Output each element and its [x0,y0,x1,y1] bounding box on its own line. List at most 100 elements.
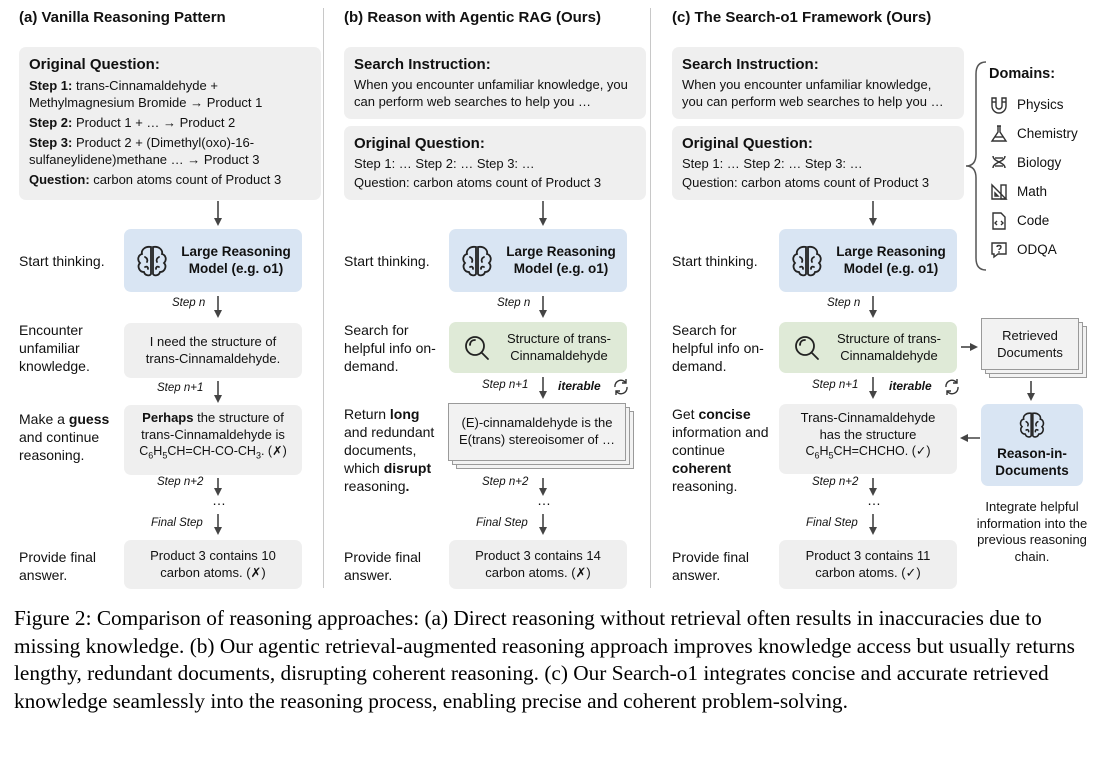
search-query-box: Structure of trans-Cinnamaldehyde [779,322,957,373]
model-label: Large Reasoning Model (e.g. o1) [506,244,616,276]
dna-icon [992,155,1006,168]
search-instruction-text: When you encounter unfamiliar knowledge,… [354,77,628,109]
brain-icon [1019,412,1045,438]
step3-label: Step 3: [29,135,73,150]
domain-item-chemistry: Chemistry [989,119,1101,148]
domains-list: Physics Chemistry Biology Math [989,90,1101,264]
reasoning-model-box: Large Reasoning Model (e.g. o1) [779,229,957,292]
integrate-note: Integrate helpful information into the p… [976,499,1088,564]
iterable-label: iterable [889,379,932,393]
search-instruction-heading: Search Instruction: [354,56,491,73]
magnifier-icon [795,336,819,360]
question-line: Question: carbon atoms count of Product … [29,171,311,188]
step3-line: Step 3: Product 2 + (Dimethyl(oxo)-16-su… [29,134,311,168]
final-answer-text: Product 3 contains 11 carbon atoms. (✓) [805,548,931,580]
side-encounter: Encounter unfamiliar knowledge. [19,322,90,374]
side-get-text-2: information and continue [672,424,769,458]
step1-label: Step 1: [29,78,73,93]
side-guess-bold: guess [68,411,110,427]
column-a-title: (a) Vanilla Reasoning Pattern [19,9,226,26]
search-instruction-text: When you encounter unfamiliar knowledge,… [682,77,944,109]
brain-icon [462,245,492,277]
side-return-text-1: Return [344,406,390,422]
domain-item-biology: Biology [989,148,1101,177]
original-question-box: Original Question: Step 1: trans-Cinnama… [19,47,321,200]
side-get-bold-1: concise [698,406,751,422]
final-answer-box: Product 3 contains 14 carbon atoms. (✗) [449,540,627,589]
question-line: Question: carbon atoms count of Product … [354,175,602,190]
original-question-heading: Original Question: [682,135,813,152]
step2-line: Step 2: Product 1 + … → Product 2 [29,114,311,131]
side-get-bold-2: coherent [672,460,732,476]
perhaps-bold: Perhaps [142,410,194,425]
perhaps-rest: the structure of trans-Cinnamaldehyde is [141,410,285,442]
step1-line: Step 1: trans-Cinnamaldehyde + Methylmag… [29,77,311,111]
domain-label: Chemistry [1017,126,1078,141]
side-start-thinking: Start thinking. [19,253,105,269]
column-separator [323,8,324,588]
side-guess-text-2: and continue reasoning. [19,429,100,463]
side-get-text-3: reasoning. [672,478,738,494]
flask-icon [990,124,1008,142]
search-query-text: Structure of trans-Cinnamaldehyde [836,331,942,363]
question-text: carbon atoms count of Product 3 [89,172,282,187]
side-return-bold-1: long [389,406,420,422]
search-query-box: Structure of trans-Cinnamaldehyde [449,322,627,373]
search-instruction-heading: Search Instruction: [682,56,819,73]
side-start-thinking: Start thinking. [344,253,430,269]
doc-page-front: (E)-cinnamaldehyde is the E(trans) stere… [448,403,626,461]
domains-brace [965,61,987,271]
doc-page-front: Retrieved Documents [981,318,1079,370]
final-answer-text: Product 3 contains 10 carbon atoms. (✗) [150,548,276,580]
original-question-box: Original Question: Step 1: … Step 2: … S… [672,126,964,200]
reasoning-model-box: Large Reasoning Model (e.g. o1) [124,229,302,292]
side-return-text-2: and redundant documents, which [344,424,435,476]
ellipsis: … [212,492,226,508]
question-label: Question: [29,172,90,187]
figure-caption: Figure 2: Comparison of reasoning approa… [14,606,1075,713]
magnifier-icon [465,336,489,360]
side-guess-text-1: Make a [19,411,69,427]
step-n-label: Step n [172,297,206,309]
original-question-box: Original Question: Step 1: … Step 2: … S… [344,126,646,200]
ruler-triangle-icon [991,182,1008,200]
step-n2-label: Step n+2 [157,476,204,488]
result-text: Trans-Cinnamaldehyde has the structure [800,410,936,442]
ellipsis: … [537,492,551,508]
side-return-text-3: reasoning [344,478,406,494]
side-return-bold-2: disrupt [383,460,432,476]
model-label: Large Reasoning Model (e.g. o1) [181,244,291,276]
search-instruction-box: Search Instruction: When you encounter u… [344,47,646,119]
step-n-label: Step n [827,297,861,309]
refresh-cycle-icon [945,379,959,395]
domain-item-math: Math [989,177,1101,206]
column-c-title: (c) The Search-o1 Framework (Ours) [672,9,932,26]
step-n2-label: Step n+2 [812,476,859,488]
redundant-documents-stack: (E)-cinnamaldehyde is the E(trans) stere… [448,403,636,471]
model-label: Large Reasoning Model (e.g. o1) [836,244,946,276]
step-n1-label: Step n+1 [482,379,529,391]
arrows-layer [214,61,1035,535]
step-n1-label: Step n+1 [157,382,204,394]
perhaps-text: Perhaps the structure of trans-Cinnamald… [124,405,302,443]
step-n-label: Step n [497,297,531,309]
search-instruction-box: Search Instruction: When you encounter u… [672,47,964,119]
search-query-text: Structure of trans-Cinnamaldehyde [506,331,612,363]
question-line: Question: carbon atoms count of Product … [682,175,930,190]
document-text: (E)-cinnamaldehyde is the E(trans) stere… [458,415,616,447]
final-step-label: Final Step [476,517,528,529]
original-question-heading: Original Question: [354,135,485,152]
brain-icon [137,245,167,277]
reasoning-step-box: I need the structure of trans-Cinnamalde… [124,323,302,378]
side-search-on-demand: Search for helpful info on-demand. [672,322,764,374]
need-structure-text: I need the structure of trans-Cinnamalde… [145,334,281,366]
question-steps-line: Step 1: … Step 2: … Step 3: … [682,156,863,171]
column-separator [650,8,651,588]
domain-item-code: Code [989,206,1101,235]
final-answer-box: Product 3 contains 11 carbon atoms. (✓) [779,540,957,589]
side-get-text-1: Get [672,406,699,422]
side-start-thinking: Start thinking. [672,253,758,269]
reason-in-documents-label: Reason-in-Documents [995,446,1069,478]
step2-text: Product 1 + … → Product 2 [72,115,236,130]
code-file-icon [992,211,1006,230]
